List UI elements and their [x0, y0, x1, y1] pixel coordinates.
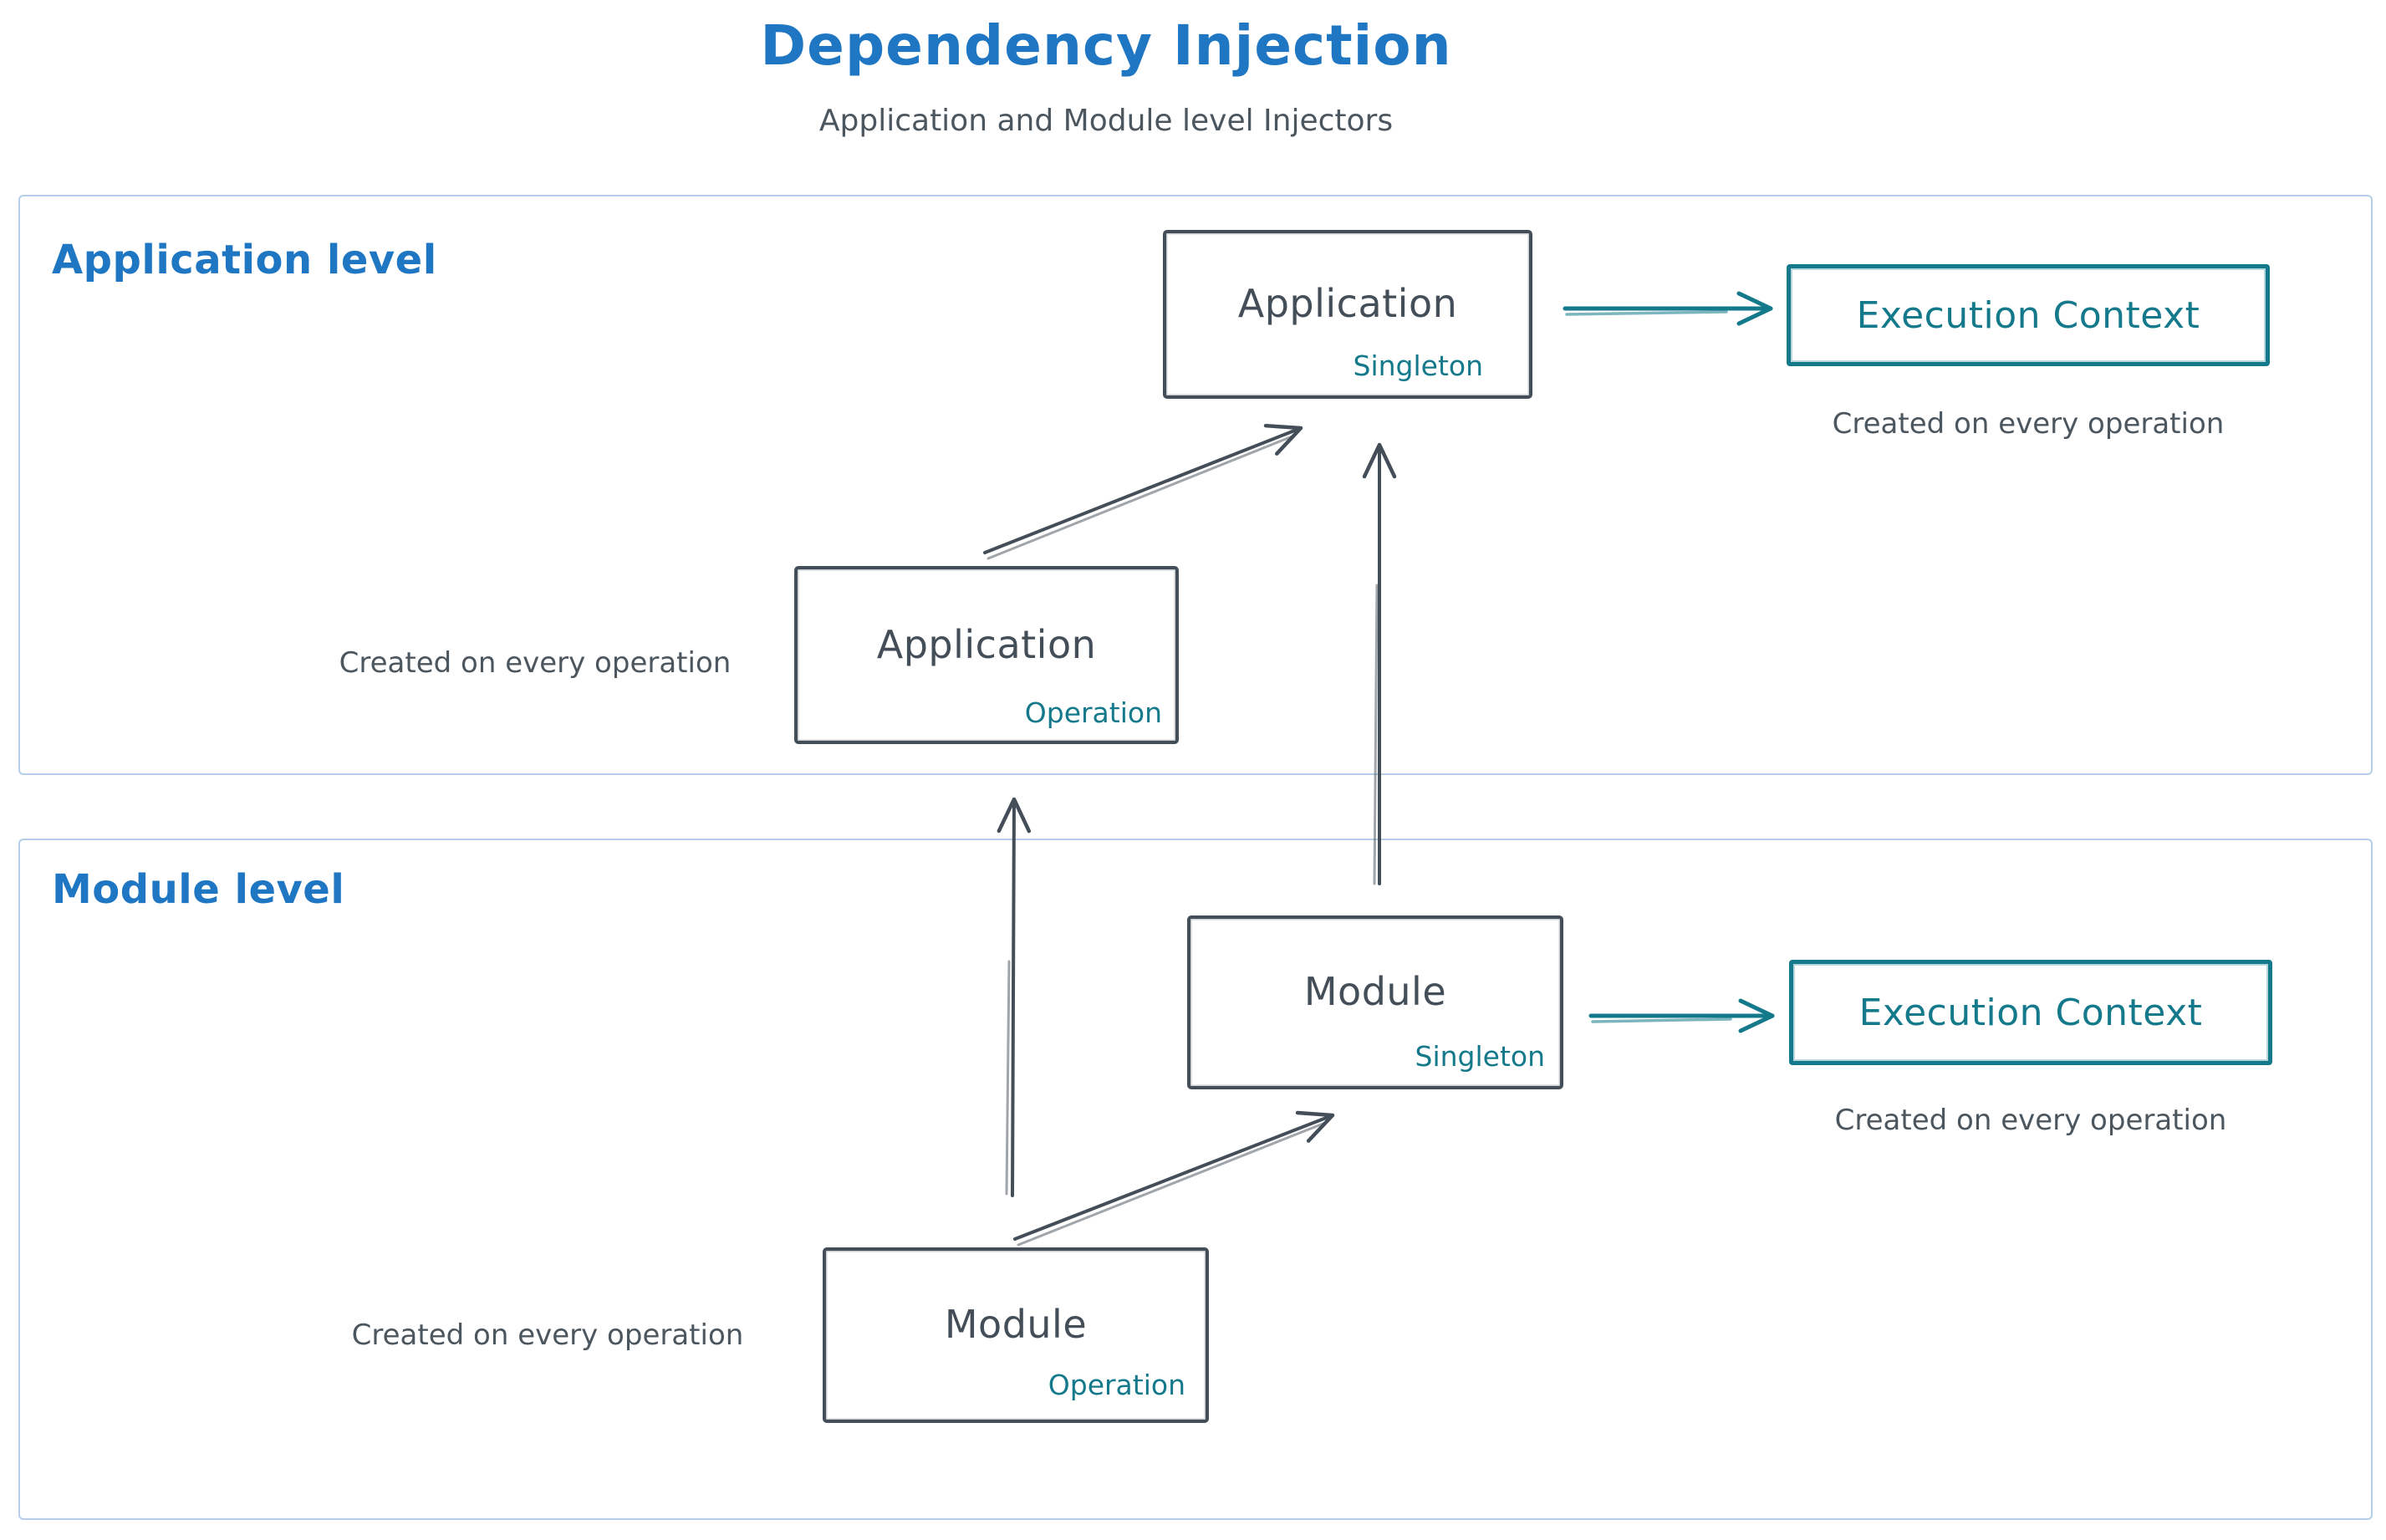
box-title: Execution Context [1856, 293, 2200, 337]
caption-app-operation: Created on every operation [339, 646, 732, 680]
box-title: Application [876, 621, 1097, 667]
module-level-label: Module level [52, 866, 345, 913]
box-module-execution-context: Execution Context [1789, 960, 2272, 1065]
box-badge-operation: Operation [1048, 1369, 1185, 1401]
application-level-label: Application level [52, 237, 437, 283]
box-app-execution-context: Execution Context [1787, 264, 2270, 366]
box-title: Module [1303, 969, 1447, 1014]
module-level-section [18, 839, 2373, 1520]
page-title: Dependency Injection [760, 13, 1452, 78]
box-title: Execution Context [1858, 991, 2203, 1034]
box-module-singleton: Module Singleton [1187, 915, 1563, 1089]
caption-app-execution-context: Created on every operation [1832, 407, 2225, 441]
box-application-singleton: Application Singleton [1163, 230, 1532, 399]
caption-module-operation: Created on every operation [351, 1318, 744, 1352]
page-subtitle: Application and Module level Injectors [818, 104, 1394, 138]
application-level-section [18, 195, 2373, 775]
box-module-operation: Module Operation [823, 1247, 1209, 1423]
caption-module-execution-context: Created on every operation [1834, 1104, 2227, 1137]
box-badge-singleton: Singleton [1415, 1040, 1546, 1073]
box-badge-operation: Operation [1024, 696, 1162, 729]
box-badge-singleton: Singleton [1353, 349, 1484, 382]
box-title: Module [944, 1302, 1088, 1347]
box-title: Application [1237, 281, 1458, 326]
box-application-operation: Application Operation [794, 566, 1179, 744]
